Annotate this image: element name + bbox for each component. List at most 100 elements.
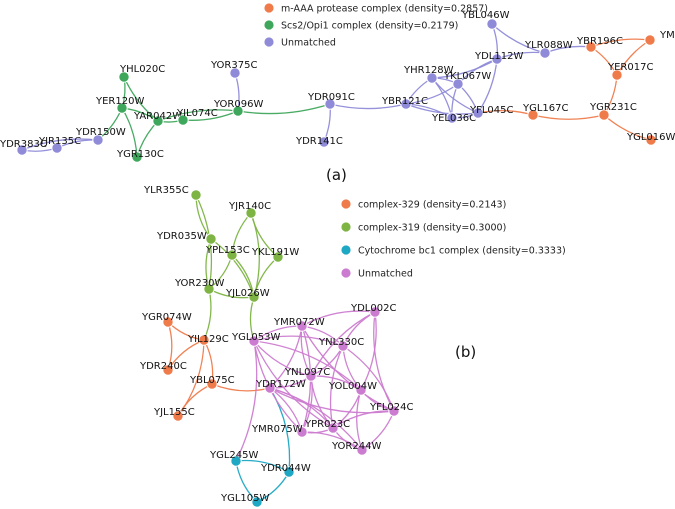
network-edge [342, 345, 395, 412]
network-node: YFL024C [369, 402, 414, 417]
node-marker [177, 114, 189, 126]
node-label: YPR023C [304, 419, 350, 430]
network-edge [310, 311, 376, 377]
node-label: YGR130C [116, 149, 164, 160]
node-marker [296, 426, 308, 438]
node-label: YHL020C [119, 64, 165, 75]
node-marker [198, 334, 210, 346]
node-label: YGR231C [589, 102, 637, 113]
node-marker [355, 384, 367, 396]
node-marker [426, 72, 438, 84]
legend-label: m-AAA protease complex (density=0.2857) [281, 4, 488, 15]
node-label: YPL153C [205, 245, 250, 256]
network-node: YMR075W [251, 424, 308, 438]
node-marker [272, 251, 284, 263]
network-node: YPL153C [205, 245, 250, 261]
node-marker [264, 382, 276, 394]
network-node: YOR096W [213, 99, 263, 117]
network-edge [157, 109, 239, 122]
network-node: YGL245W [209, 450, 259, 467]
network-node: YIL129C [187, 334, 229, 346]
legend-label: Scs2/Opi1 complex (density=0.2179) [281, 21, 458, 32]
network-edge [21, 138, 99, 151]
node-marker [337, 340, 349, 352]
network-edge [373, 311, 395, 412]
network-node: YGL053W [231, 332, 281, 347]
node-marker [51, 142, 63, 154]
network-node: YMR072W [273, 317, 325, 332]
network-edge [405, 103, 479, 115]
legend-label: complex-329 (density=0.2143) [358, 200, 506, 211]
node-label: YLR088W [524, 40, 573, 51]
network-node: YML075C [644, 30, 675, 46]
node-marker [251, 496, 263, 508]
node-label: YDR044W [260, 463, 311, 474]
legend-swatch [340, 221, 352, 233]
node-marker [318, 136, 330, 148]
legend-swatch [263, 19, 275, 31]
node-label: YLR355C [143, 185, 189, 196]
network-node: YAR042W [133, 111, 182, 127]
node-label: YDL002C [350, 303, 396, 314]
network-node: YDR141C [295, 136, 343, 148]
node-label: YDR141C [295, 136, 343, 147]
network-edge [177, 339, 205, 417]
node-marker [472, 107, 484, 119]
node-label: YBL046W [461, 10, 510, 21]
legend-panel-b: complex-329 (density=0.2143)complex-319 … [340, 198, 566, 280]
node-label: YOR244W [331, 441, 381, 452]
node-marker [539, 47, 551, 59]
node-label: YDR172W [255, 379, 306, 390]
node-label: YKL067W [443, 71, 491, 82]
caption-panel-b: (b) [455, 343, 476, 361]
node-label: YOR230W [174, 278, 224, 289]
node-label: YGL053W [231, 332, 281, 343]
network-edge [237, 103, 331, 115]
node-marker [598, 109, 610, 121]
node-marker [527, 109, 539, 121]
node-label: YDR240C [139, 361, 187, 372]
node-marker [327, 422, 339, 434]
network-node: YJR135C [38, 136, 81, 154]
node-marker [644, 34, 656, 46]
network-node: YJR140C [228, 201, 271, 219]
node-label: YDR383C [0, 139, 47, 150]
node-label: YFL024C [369, 402, 414, 413]
network-edge [253, 340, 334, 429]
node-marker [369, 306, 381, 318]
legend-panel-a: m-AAA protease complex (density=0.2857) S… [263, 2, 488, 49]
network-node: YER017C [607, 62, 653, 81]
node-marker [118, 71, 130, 83]
node-marker [226, 249, 238, 261]
node-marker [190, 189, 202, 201]
node-label: YJL026W [225, 288, 270, 299]
network-node: YHL020C [118, 64, 165, 83]
node-label: YNL097C [284, 367, 330, 378]
network-node: YOR244W [331, 441, 381, 456]
network-node: YOR375C [210, 60, 257, 79]
node-marker [92, 134, 104, 146]
node-marker [248, 291, 260, 303]
network-edge [235, 340, 258, 462]
node-marker [585, 41, 597, 53]
node-label: YJR135C [38, 136, 81, 147]
network-node: YIL074C [176, 108, 218, 126]
legend-swatch [340, 244, 352, 256]
node-marker [206, 378, 218, 390]
network-node: YGR074W [141, 312, 192, 328]
network-node: YDR240C [139, 361, 187, 376]
network-node: YDR035W [156, 231, 217, 245]
network-node: YEL036C [431, 112, 476, 124]
node-label: YGL245W [209, 450, 259, 461]
node-marker [152, 115, 164, 127]
network-node: YDL112W [474, 51, 523, 65]
network-edge [431, 58, 498, 79]
network-node: YDR044W [260, 463, 311, 478]
node-marker [446, 112, 458, 124]
network-node: YLR355C [143, 185, 202, 201]
network-edge [269, 325, 303, 389]
node-marker [452, 78, 464, 90]
node-marker [162, 364, 174, 376]
node-marker [356, 444, 368, 456]
